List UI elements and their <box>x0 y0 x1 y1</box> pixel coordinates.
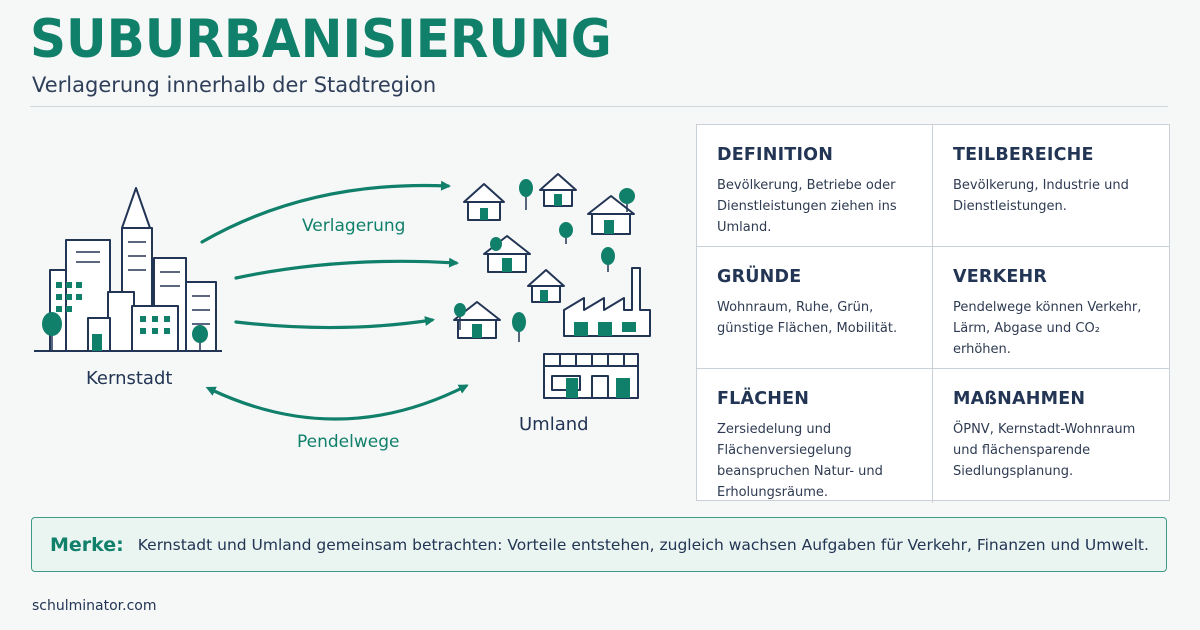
card-gruende: GRÜNDE Wohnraum, Ruhe, Grün, günstige Fl… <box>697 247 933 369</box>
card-text: Bevölkerung, Industrie und Dienstleistun… <box>953 178 1129 214</box>
merke-text: Kernstadt und Umland gemeinsam betrachte… <box>137 535 1149 554</box>
card-definition: DEFINITION Bevölkerung, Betriebe oder Di… <box>697 125 933 247</box>
card-title: FLÄCHEN <box>717 389 810 409</box>
factory-icon <box>563 267 651 337</box>
suburb-houses-icon <box>453 173 635 342</box>
card-title: MAßNAHMEN <box>953 389 1086 409</box>
card-title: DEFINITION <box>717 145 834 165</box>
card-title: GRÜNDE <box>717 267 802 287</box>
arrow-2 <box>234 257 459 280</box>
card-flaechen: FLÄCHEN Zersiedelung und Flächenversiege… <box>697 369 933 503</box>
merke-box: Merke: Kernstadt und Umland gemeinsam be… <box>31 517 1167 572</box>
arrow-label-verlagerung: Verlagerung <box>302 216 406 236</box>
arrow-1 <box>200 180 451 244</box>
merke-label: Merke: <box>50 533 124 556</box>
city-label: Kernstadt <box>86 368 173 389</box>
arrow-3 <box>234 316 435 330</box>
card-text: ÖPNV, Kernstadt-Wohnraum und flächenspar… <box>953 422 1136 479</box>
header-divider <box>30 106 1168 107</box>
card-text: Zersiedelung und Flächenversiegelung bea… <box>717 422 883 500</box>
card-massnahmen: MAßNAHMEN ÖPNV, Kernstadt-Wohnraum und f… <box>933 369 1169 503</box>
arrow-label-pendelwege: Pendelwege <box>297 432 400 452</box>
store-building-icon <box>543 353 639 399</box>
commute-arrow <box>205 384 469 421</box>
card-text: Bevölkerung, Betriebe oder Dienstleistun… <box>717 178 897 235</box>
info-grid: DEFINITION Bevölkerung, Betriebe oder Di… <box>696 124 1170 503</box>
city-skyline-icon <box>34 187 222 352</box>
suburbanization-illustration <box>34 173 651 421</box>
card-verkehr: VERKEHR Pendelwege können Verkehr, Lärm,… <box>933 247 1169 369</box>
page-subtitle: Verlagerung innerhalb der Stadtregion <box>32 73 437 97</box>
card-text: Pendelwege können Verkehr, Lärm, Abgase … <box>953 300 1142 357</box>
card-teilbereiche: TEILBEREICHE Bevölkerung, Industrie und … <box>933 125 1169 247</box>
card-title: TEILBEREICHE <box>953 145 1094 165</box>
card-text: Wohnraum, Ruhe, Grün, günstige Flächen, … <box>717 300 898 336</box>
page-title: SUBURBANISIERUNG <box>30 8 612 70</box>
card-title: VERKEHR <box>953 267 1048 287</box>
footer-site-link[interactable]: schulminator.com <box>32 598 157 614</box>
migration-arrows <box>200 180 469 421</box>
suburb-label: Umland <box>519 414 589 435</box>
